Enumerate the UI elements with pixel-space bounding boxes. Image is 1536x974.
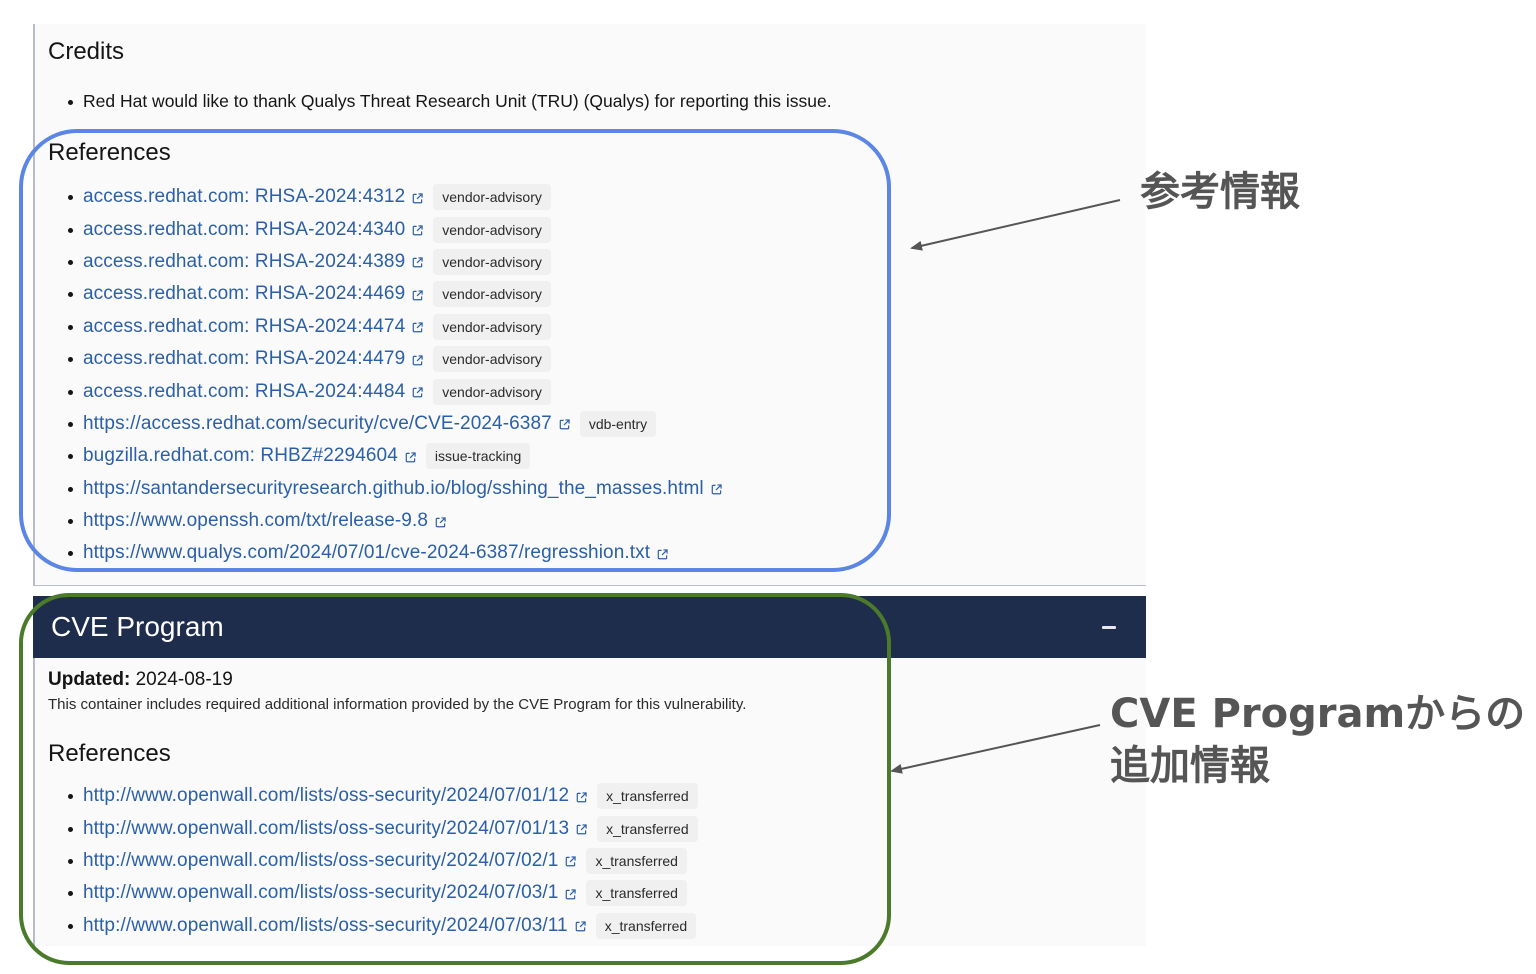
references-list: access.redhat.com: RHSA-2024:4312 vendor-…: [68, 181, 722, 570]
container-description: This container includes required additio…: [48, 696, 747, 713]
reference-link[interactable]: http://www.openwall.com/lists/oss-securi…: [83, 849, 559, 871]
reference-item: access.redhat.com: RHSA-2024:4474 vendor-…: [68, 311, 722, 343]
reference-item: https://www.qualys.com/2024/07/01/cve-20…: [68, 537, 722, 569]
reference-tag: x_transferred: [597, 783, 698, 810]
external-link-icon[interactable]: [565, 856, 577, 867]
credits-list: Red Hat would like to thank Qualys Threa…: [68, 91, 832, 112]
reference-link[interactable]: http://www.openwall.com/lists/oss-securi…: [83, 785, 570, 807]
credit-item: Red Hat would like to thank Qualys Threa…: [68, 91, 832, 111]
reference-tag: x_transferred: [586, 847, 687, 874]
cve-program-header[interactable]: CVE Program: [33, 596, 1146, 658]
reference-item: access.redhat.com: RHSA-2024:4479 vendor-…: [68, 343, 722, 375]
cve-program-annotation-line2: 追加情報: [1110, 743, 1270, 789]
reference-tag: vendor-advisory: [433, 281, 551, 308]
references-heading: References: [48, 139, 171, 166]
external-link-icon[interactable]: [412, 354, 423, 366]
reference-item: http://www.openwall.com/lists/oss-securi…: [68, 910, 698, 942]
external-link-icon[interactable]: [435, 516, 446, 528]
reference-tag: x_transferred: [597, 815, 698, 842]
cve-program-annotation-line1: CVE Programからの: [1110, 691, 1526, 737]
external-link-icon[interactable]: [575, 921, 586, 932]
updated-label: Updated:: [48, 669, 131, 690]
reference-tag: vendor-advisory: [433, 248, 551, 275]
reference-link[interactable]: access.redhat.com: RHSA-2024:4474: [83, 315, 406, 337]
reference-link[interactable]: https://www.openssh.com/txt/release-9.8: [83, 510, 428, 532]
external-link-icon[interactable]: [405, 452, 416, 463]
external-link-icon[interactable]: [412, 225, 423, 236]
reference-link[interactable]: access.redhat.com: RHSA-2024:4389: [83, 250, 406, 272]
external-link-icon[interactable]: [711, 484, 722, 495]
reference-tag: issue-tracking: [425, 443, 531, 470]
reference-item: http://www.openwall.com/lists/oss-securi…: [68, 845, 698, 877]
reference-link[interactable]: access.redhat.com: RHSA-2024:4479: [83, 348, 406, 370]
external-link-icon[interactable]: [657, 549, 668, 560]
reference-item: access.redhat.com: RHSA-2024:4312 vendor-…: [68, 181, 722, 213]
reference-link[interactable]: http://www.openwall.com/lists/oss-securi…: [83, 817, 570, 839]
reference-link[interactable]: access.redhat.com: RHSA-2024:4484: [83, 380, 406, 402]
updated-date: Updated: 2024-08-19: [48, 669, 233, 691]
reference-link[interactable]: https://santandersecurityresearch.github…: [83, 477, 704, 499]
external-link-icon[interactable]: [565, 889, 577, 900]
reference-link[interactable]: https://www.qualys.com/2024/07/01/cve-20…: [83, 542, 651, 564]
reference-link[interactable]: access.redhat.com: RHSA-2024:4312: [83, 186, 406, 208]
reference-item: access.redhat.com: RHSA-2024:4484 vendor-…: [68, 375, 722, 407]
reference-link[interactable]: http://www.openwall.com/lists/oss-securi…: [83, 914, 568, 936]
reference-item: https://access.redhat.com/security/cve/C…: [68, 408, 722, 440]
reference-link[interactable]: bugzilla.redhat.com: RHBZ#2294604: [83, 445, 398, 467]
reference-tag: vendor-advisory: [433, 216, 551, 243]
reference-item: access.redhat.com: RHSA-2024:4389 vendor-…: [68, 246, 722, 278]
reference-item: http://www.openwall.com/lists/oss-securi…: [68, 877, 698, 909]
credits-heading: Credits: [48, 38, 125, 65]
reference-tag: x_transferred: [595, 912, 697, 939]
external-link-icon[interactable]: [412, 322, 423, 333]
external-link-icon[interactable]: [576, 824, 587, 835]
cve-program-title: CVE Program: [51, 611, 224, 642]
updated-value: 2024-08-19: [135, 669, 233, 690]
cve-program-references-list: http://www.openwall.com/lists/oss-securi…: [68, 780, 698, 942]
external-link-icon[interactable]: [559, 419, 570, 430]
references-annotation-label: 参考情報: [1140, 169, 1300, 215]
reference-item: http://www.openwall.com/lists/oss-securi…: [68, 812, 698, 844]
external-link-icon[interactable]: [576, 792, 587, 803]
cna-container-panel: Credits Red Hat would like to thank Qual…: [33, 24, 1146, 586]
reference-tag: vdb-entry: [579, 410, 657, 437]
external-link-icon[interactable]: [412, 387, 423, 398]
reference-item: bugzilla.redhat.com: RHBZ#2294604 issue-t…: [68, 440, 722, 472]
external-link-icon[interactable]: [412, 193, 423, 204]
reference-item: https://santandersecurityresearch.github…: [68, 473, 722, 505]
reference-link[interactable]: https://access.redhat.com/security/cve/C…: [83, 412, 552, 434]
reference-item: http://www.openwall.com/lists/oss-securi…: [68, 780, 698, 812]
reference-tag: vendor-advisory: [433, 346, 551, 373]
reference-link[interactable]: access.redhat.com: RHSA-2024:4469: [83, 283, 406, 305]
reference-item: access.redhat.com: RHSA-2024:4469 vendor-…: [68, 278, 722, 310]
reference-tag: vendor-advisory: [433, 184, 551, 211]
cve-program-references-heading: References: [48, 740, 171, 767]
reference-item: access.redhat.com: RHSA-2024:4340 vendor-…: [68, 213, 722, 245]
reference-item: https://www.openssh.com/txt/release-9.8: [68, 505, 722, 537]
external-link-icon[interactable]: [412, 290, 423, 301]
reference-link[interactable]: access.redhat.com: RHSA-2024:4340: [83, 218, 406, 240]
reference-tag: vendor-advisory: [433, 313, 551, 340]
cve-program-panel: Updated: 2024-08-19 This container inclu…: [33, 658, 1146, 946]
reference-tag: x_transferred: [586, 880, 687, 907]
reference-tag: vendor-advisory: [433, 378, 551, 405]
external-link-icon[interactable]: [412, 257, 423, 268]
reference-link[interactable]: http://www.openwall.com/lists/oss-securi…: [83, 882, 559, 904]
cve-program-annotation-label: CVE Programからの 追加情報: [1110, 688, 1525, 792]
collapse-button[interactable]: [1102, 625, 1116, 629]
cve-record-page: Credits Red Hat would like to thank Qual…: [33, 24, 1146, 946]
